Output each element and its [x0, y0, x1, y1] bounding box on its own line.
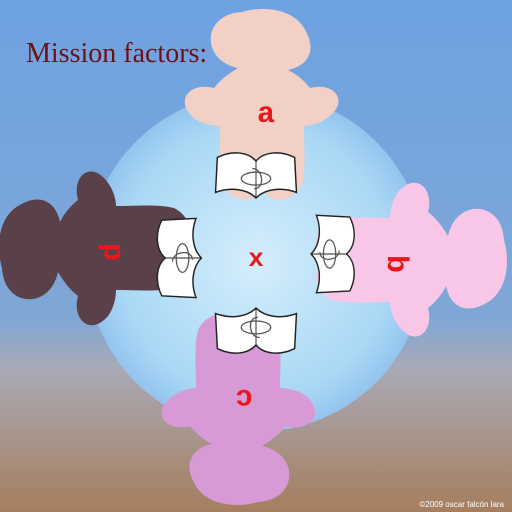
book-icon [310, 214, 355, 294]
copyright-credit: ©2009 oscar falcón lara [419, 500, 504, 509]
book-icon [156, 217, 203, 299]
book-icon [214, 152, 298, 199]
factor-label-top: a [257, 98, 275, 132]
center-label: x [248, 244, 264, 274]
factor-label-bottom: c [235, 380, 253, 414]
glow-circle [86, 92, 426, 432]
page-title: Mission factors: [26, 38, 207, 69]
book-icon [214, 307, 298, 354]
factor-label-left: d [96, 243, 130, 261]
factor-label-right: b [378, 255, 412, 273]
